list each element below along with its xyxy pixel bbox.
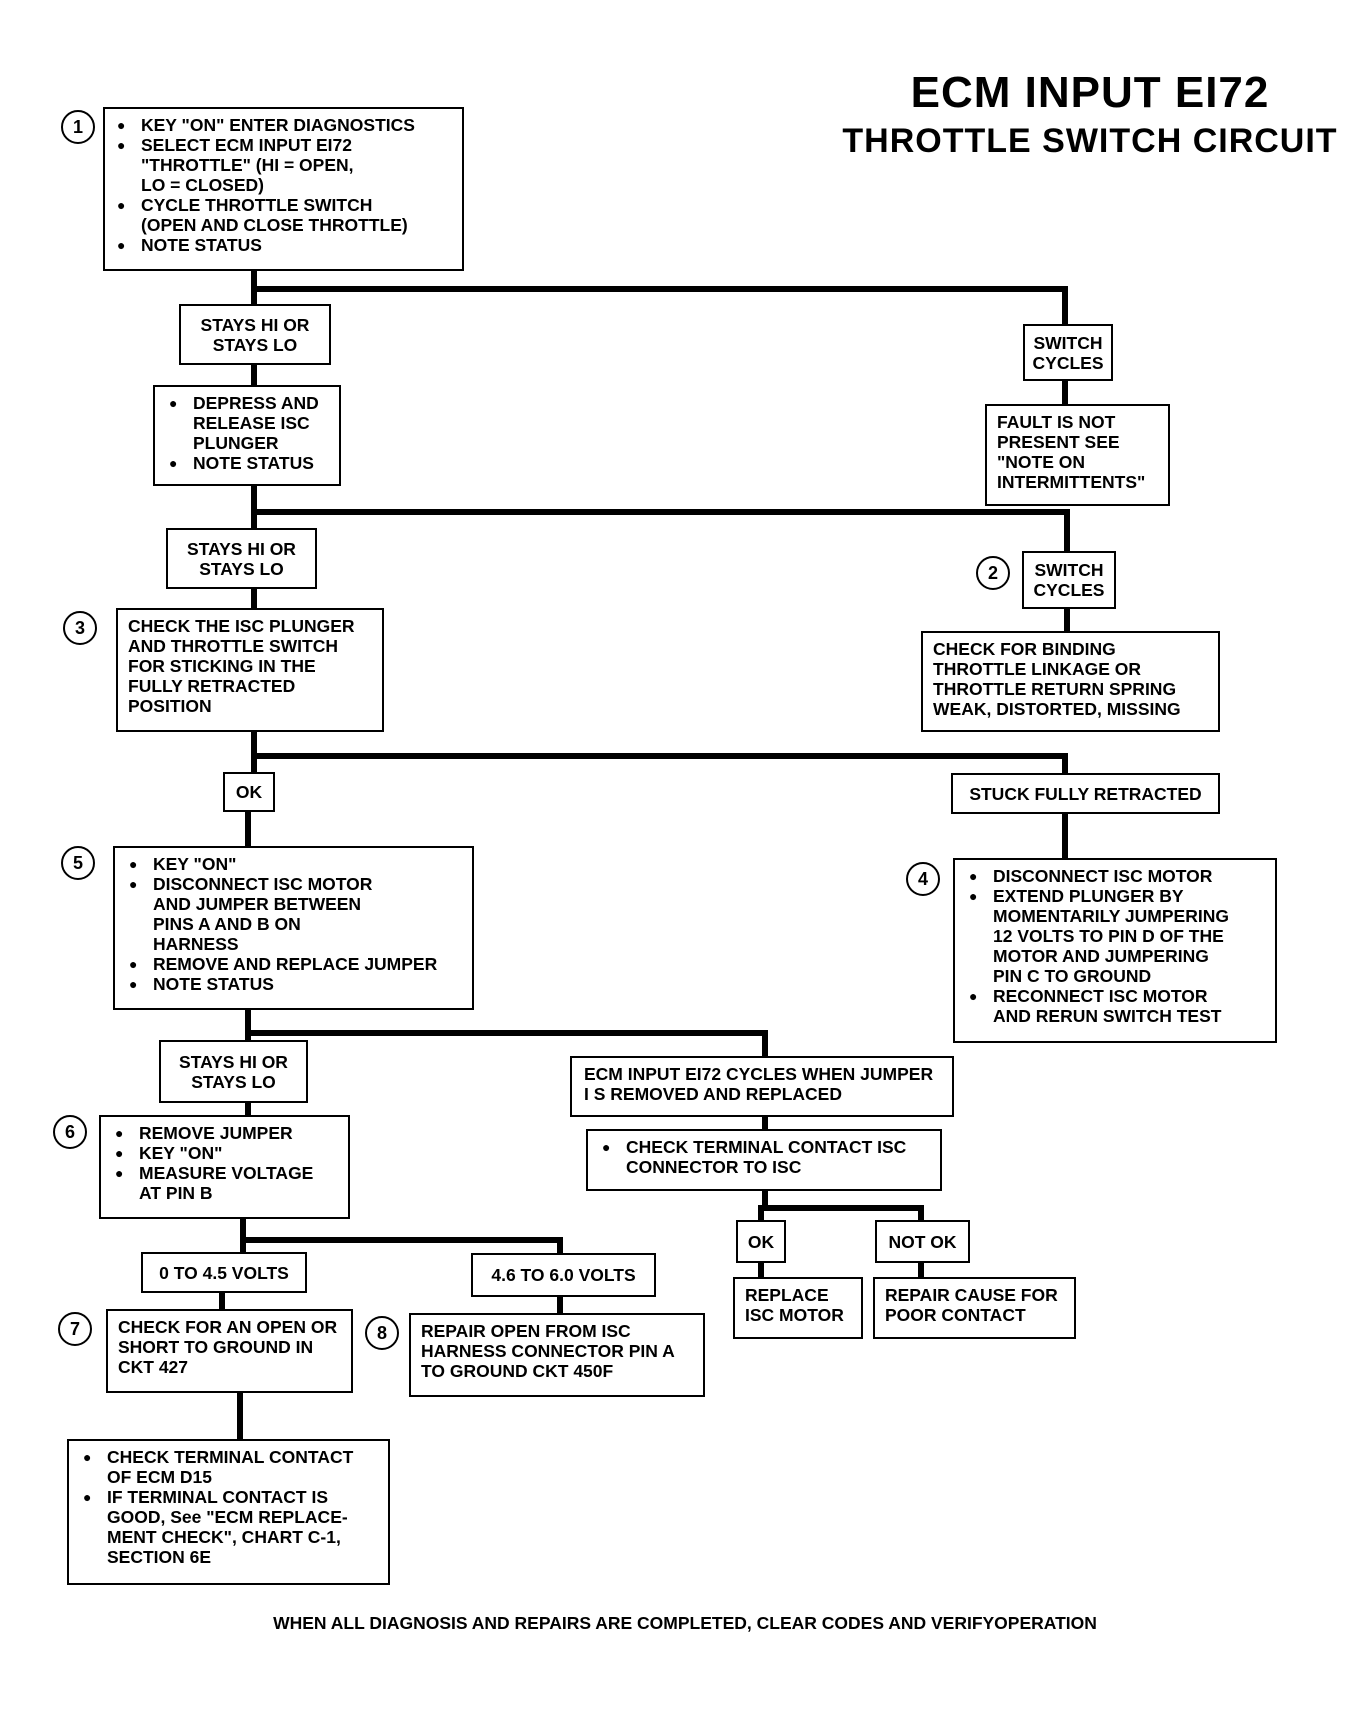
step-6-box: REMOVE JUMPER KEY "ON" MEASURE VOLTAGE A…	[99, 1115, 350, 1219]
step-2-marker: 2	[976, 556, 1010, 590]
step-1-item: KEY "ON" ENTER DIAGNOSTICS	[113, 115, 454, 135]
stuck-fully-retracted-box: STUCK FULLY RETRACTED	[951, 773, 1220, 814]
switch-cycles-box-2: SWITCH CYCLES	[1022, 551, 1116, 609]
step-4-item: DISCONNECT ISC MOTOR	[965, 866, 1265, 886]
check-ecm-d15-box: CHECK TERMINAL CONTACT OF ECM D15 IF TER…	[67, 1439, 390, 1585]
terminal-item: CHECK TERMINAL CONTACT ISC CONNECTOR TO …	[598, 1137, 930, 1177]
step-6-item: REMOVE JUMPER	[111, 1123, 338, 1143]
replace-isc-motor-box: REPLACE ISC MOTOR	[733, 1277, 863, 1339]
step-6-item: KEY "ON"	[111, 1143, 338, 1163]
fault-not-present-box: FAULT IS NOT PRESENT SEE "NOTE ON INTERM…	[985, 404, 1170, 506]
page-subtitle: THROTTLE SWITCH CIRCUIT	[842, 122, 1338, 160]
step-8-marker: 8	[365, 1316, 399, 1350]
step-1-marker: 1	[61, 110, 95, 144]
step-1-item: CYCLE THROTTLE SWITCH (OPEN AND CLOSE TH…	[113, 195, 454, 235]
stays-hi-lo-box-3: STAYS HI OR STAYS LO	[159, 1040, 308, 1103]
step-1-item: SELECT ECM INPUT EI72 "THROTTLE" (HI = O…	[113, 135, 454, 195]
stays-hi-lo-box-2: STAYS HI OR STAYS LO	[166, 528, 317, 589]
step-6-marker: 6	[53, 1115, 87, 1149]
step-5-item: REMOVE AND REPLACE JUMPER	[125, 954, 462, 974]
ok-box-1: OK	[223, 772, 275, 812]
switch-cycles-box-1: SWITCH CYCLES	[1023, 324, 1113, 381]
step-6-item: MEASURE VOLTAGE AT PIN B	[111, 1163, 338, 1203]
step-3-box: CHECK THE ISC PLUNGER AND THROTTLE SWITC…	[116, 608, 384, 732]
step-4-item: EXTEND PLUNGER BY MOMENTARILY JUMPERING …	[965, 886, 1265, 986]
check-binding-box: CHECK FOR BINDING THROTTLE LINKAGE OR TH…	[921, 631, 1220, 732]
repair-poor-contact-box: REPAIR CAUSE FOR POOR CONTACT	[873, 1277, 1076, 1339]
step-4-box: DISCONNECT ISC MOTOR EXTEND PLUNGER BY M…	[953, 858, 1277, 1043]
ecm-d15-item: CHECK TERMINAL CONTACT OF ECM D15	[79, 1447, 378, 1487]
page-title: ECM INPUT EI72	[910, 68, 1270, 117]
step-1-box: KEY "ON" ENTER DIAGNOSTICS SELECT ECM IN…	[103, 107, 464, 271]
stays-hi-lo-box-1: STAYS HI OR STAYS LO	[179, 304, 331, 365]
step-4-item: RECONNECT ISC MOTOR AND RERUN SWITCH TES…	[965, 986, 1265, 1026]
footer-note: WHEN ALL DIAGNOSIS AND REPAIRS ARE COMPL…	[273, 1613, 1097, 1633]
ok-box-2: OK	[736, 1220, 786, 1263]
step-5-item: KEY "ON"	[125, 854, 462, 874]
step-1-item: NOTE STATUS	[113, 235, 454, 255]
step-7-marker: 7	[58, 1312, 92, 1346]
depress-item: DEPRESS AND RELEASE ISC PLUNGER	[165, 393, 329, 453]
step-4-marker: 4	[906, 862, 940, 896]
step-7-box: CHECK FOR AN OPEN OR SHORT TO GROUND IN …	[106, 1309, 353, 1393]
step-3-marker: 3	[63, 611, 97, 645]
step-5-box: KEY "ON" DISCONNECT ISC MOTOR AND JUMPER…	[113, 846, 474, 1010]
not-ok-box: NOT OK	[875, 1220, 970, 1263]
voltage-0-4-5-box: 0 TO 4.5 VOLTS	[141, 1252, 307, 1293]
check-terminal-contact-isc-box: CHECK TERMINAL CONTACT ISC CONNECTOR TO …	[586, 1129, 942, 1191]
ecm-d15-item: IF TERMINAL CONTACT IS GOOD, See "ECM RE…	[79, 1487, 378, 1567]
voltage-4-6-6-0-box: 4.6 TO 6.0 VOLTS	[471, 1253, 656, 1297]
depress-plunger-box: DEPRESS AND RELEASE ISC PLUNGER NOTE STA…	[153, 385, 341, 486]
ecm-input-cycles-box: ECM INPUT EI72 CYCLES WHEN JUMPER I S RE…	[570, 1056, 954, 1117]
step-5-item: DISCONNECT ISC MOTOR AND JUMPER BETWEEN …	[125, 874, 462, 954]
step-8-box: REPAIR OPEN FROM ISC HARNESS CONNECTOR P…	[409, 1313, 705, 1397]
depress-item: NOTE STATUS	[165, 453, 329, 473]
step-5-item: NOTE STATUS	[125, 974, 462, 994]
step-5-marker: 5	[61, 846, 95, 880]
